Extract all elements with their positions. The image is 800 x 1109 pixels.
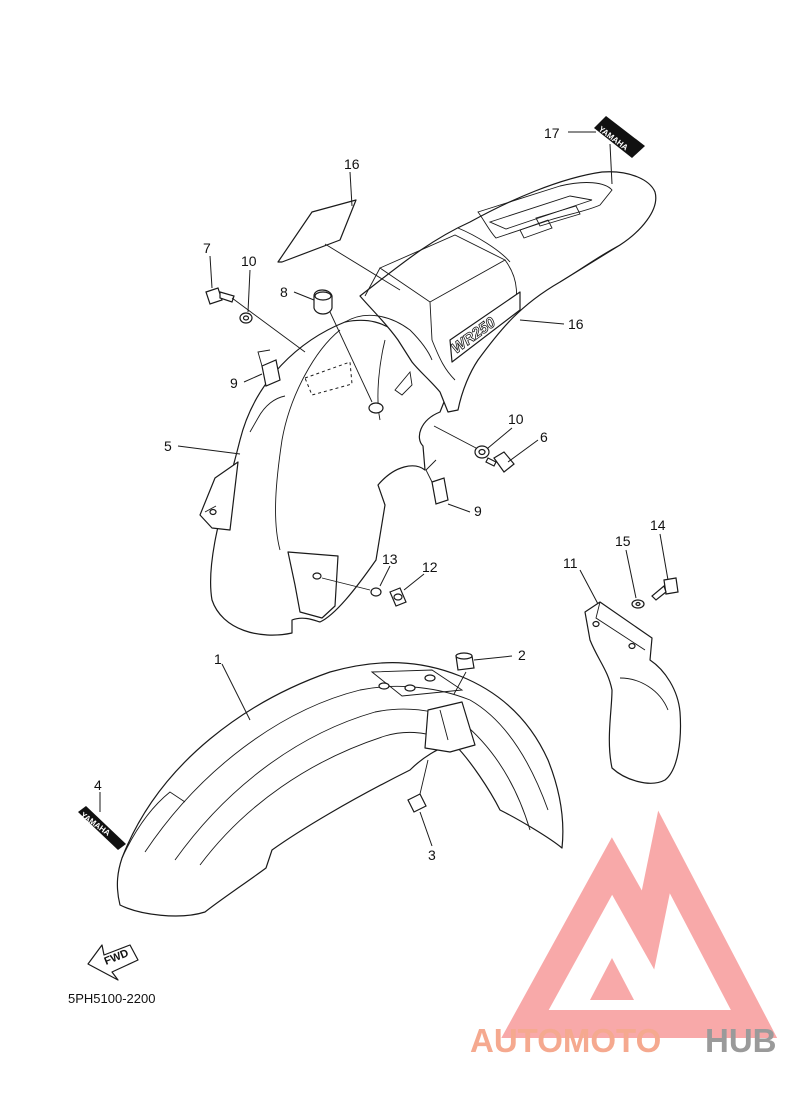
callout-16-upper: 16 [344,156,360,172]
callout-1: 1 [214,651,222,667]
screw-12 [389,587,407,607]
front-fender: YAMAHA [78,662,564,917]
callout-8: 8 [280,284,288,300]
watermark-text-primary: AUTOMOTO [470,1022,661,1059]
washer-15 [631,599,645,609]
bolt-7 [205,287,306,353]
callout-13: 13 [382,551,398,567]
watermark-logo-mark [501,810,778,1038]
watermark-text-secondary: HUB [705,1022,777,1059]
callout-2: 2 [518,647,526,663]
rear-fender: WR250 [199,171,657,636]
washer-13 [321,577,382,597]
grommet-2 [453,652,475,695]
callout-4: 4 [94,777,102,793]
callout-11: 11 [563,555,578,571]
screw-14 [651,577,679,601]
callout-3: 3 [428,847,436,863]
callout-17: 17 [544,125,560,141]
callout-10-lower: 10 [508,411,524,427]
mud-flap [584,601,682,784]
diagram-code: 5PH5100-2200 [68,991,155,1006]
callout-5: 5 [164,438,172,454]
watermark-wordmark: AUTOMOTO HUB [470,1022,777,1059]
rear-emblem-decal: YAMAHA [594,116,645,158]
forward-arrow: FWD [87,944,139,981]
callout-10-upper: 10 [241,253,257,269]
bolt-3 [407,759,429,813]
leader-lines [99,131,669,847]
callout-16-right: 16 [568,316,584,332]
callout-12: 12 [422,559,438,575]
grommet-8 [313,289,373,403]
clip-nut-9-upper [257,349,281,387]
callout-7: 7 [203,240,211,256]
callout-6: 6 [540,429,548,445]
callout-14: 14 [650,517,666,533]
front-emblem-decal: YAMAHA [78,806,126,850]
callout-9-upper: 9 [230,375,238,391]
callout-numbers: 1 2 3 4 5 6 7 8 9 9 10 10 11 12 13 14 15… [94,125,666,863]
front-emblem-text: YAMAHA [79,810,112,838]
collar-10-upper [239,312,253,324]
callout-9-lower: 9 [474,503,482,519]
bolt-6 [485,451,515,473]
collar-10-lower [433,425,490,459]
callout-15: 15 [615,533,631,549]
clip-nut-9-lower [425,459,449,505]
decal-16-upper [277,199,401,291]
